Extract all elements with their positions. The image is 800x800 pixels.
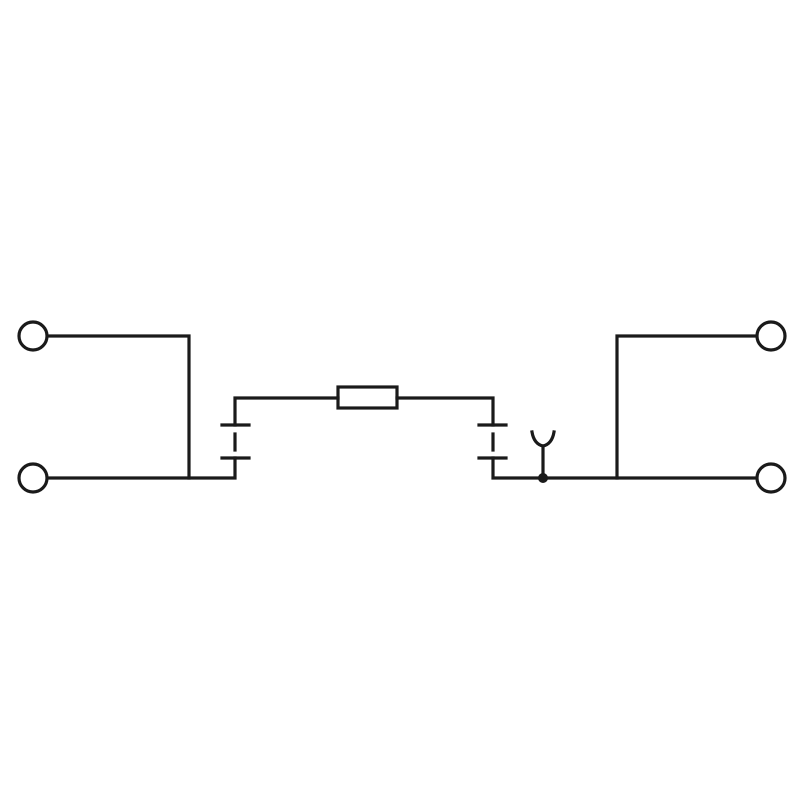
disconnect-right [477, 423, 508, 460]
wire-right-top [615, 334, 759, 480]
terminal-right-bottom [755, 462, 787, 494]
wire-right-bottom [491, 456, 759, 480]
test-socket [530, 430, 556, 483]
junction-dot [538, 473, 548, 483]
wire-left-bottom [45, 456, 237, 480]
terminal-right-top [755, 320, 787, 352]
terminal-left-top [17, 320, 49, 352]
terminal-left-bottom [17, 462, 49, 494]
wire-top-right [395, 396, 495, 427]
wire-top-left [233, 396, 340, 427]
fuse [336, 385, 399, 410]
wire-left-top [45, 334, 191, 480]
disconnect-left [220, 423, 251, 460]
